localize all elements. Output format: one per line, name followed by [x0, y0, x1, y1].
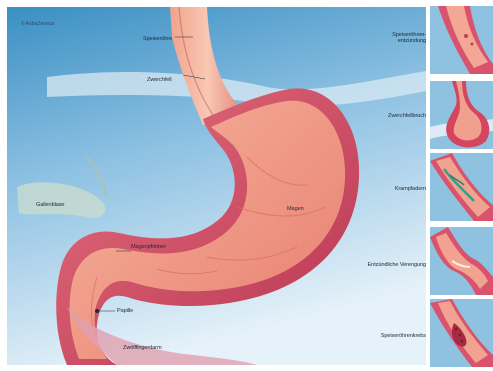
label-magenpfoertner: Magenpförtner — [131, 244, 166, 250]
panel-krampfadern — [430, 153, 493, 221]
panel-zwerchfellbruch — [430, 81, 493, 149]
panel-speiseroehrenentzuendung — [430, 6, 493, 74]
panel-label-speiseroehrenentzuendung: Speiseröhren- entzündung — [352, 32, 426, 45]
label-zwerchfell: Zwerchfell — [147, 77, 172, 83]
panel-label-krampfadern: Krampfadern — [352, 186, 426, 192]
panel-label-zwerchfellbruch: Zwerchfellbruch — [352, 113, 426, 119]
label-speiseroehre: Speiseröhre — [143, 36, 172, 42]
copyright-notice: © AstraZeneca — [21, 21, 54, 27]
panel-label-speiseroehrenkrebs: Speiseröhrenkrebs — [330, 333, 426, 339]
label-magen: Magen — [287, 206, 304, 212]
label-zwoelffingerdarm: Zwölffingerdarm — [123, 345, 162, 351]
label-gallenblase: Gallenblase — [36, 202, 64, 208]
panel-speiseroehrenkrebs — [430, 299, 493, 367]
label-papille: Papille — [117, 308, 133, 314]
panel-label-entzuendliche-verengung: Entzündliche Verengung — [330, 262, 426, 268]
panel-entzuendliche-verengung — [430, 227, 493, 295]
